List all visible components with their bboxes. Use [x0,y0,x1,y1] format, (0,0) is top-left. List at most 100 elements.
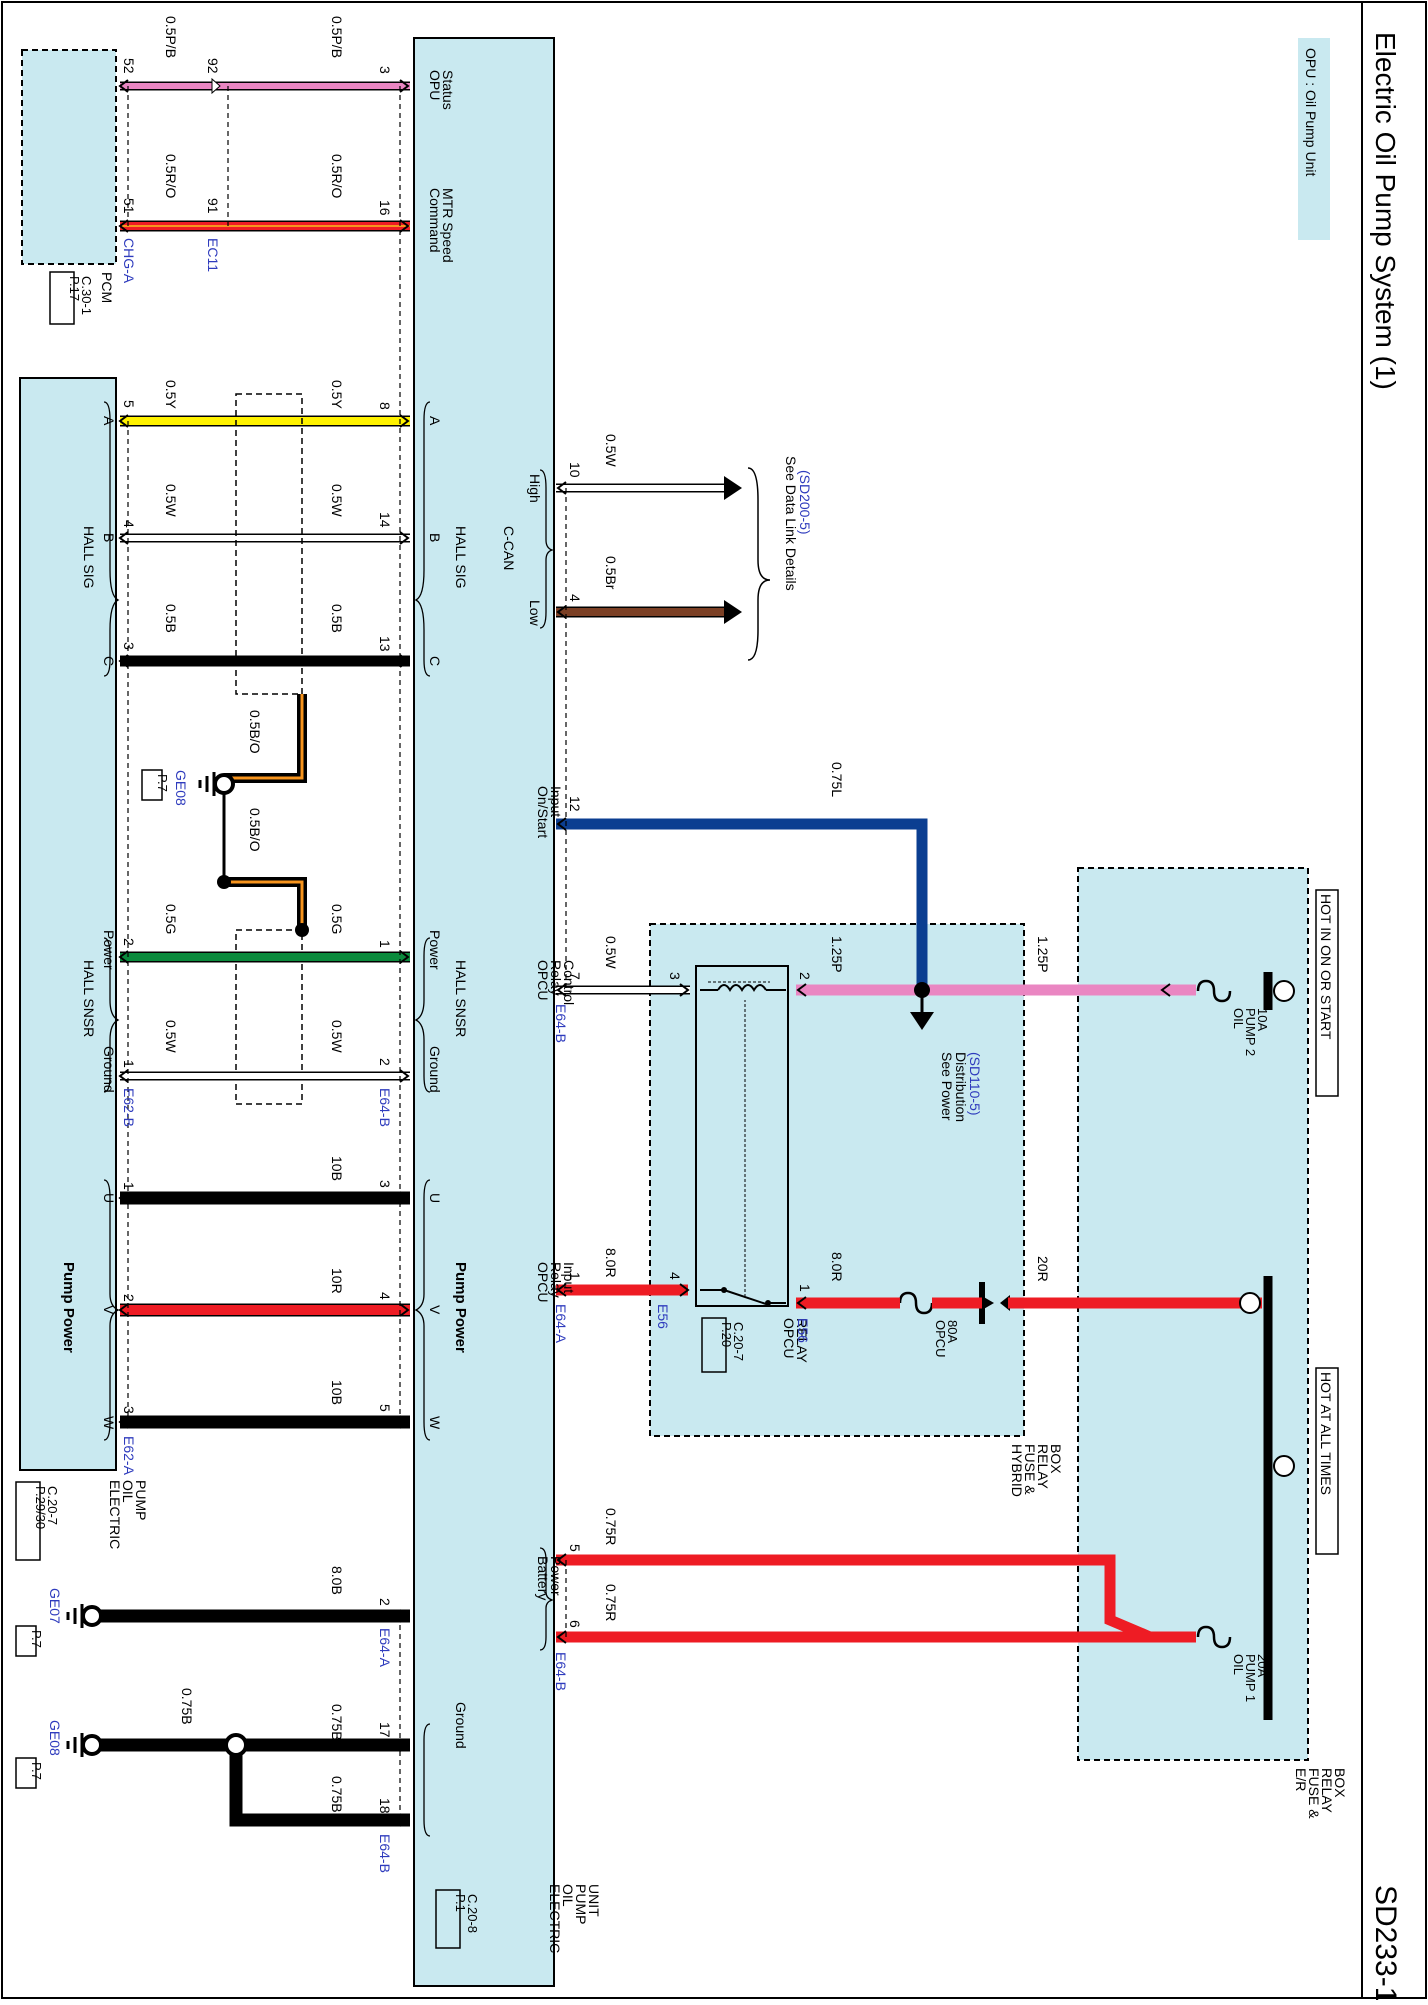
wire-spec: 8.0R [603,1248,619,1278]
ground-ge07-icon [66,1604,103,1628]
ge07-ref-box [15,1625,37,1657]
pin-number: 7 [567,972,583,980]
pin-label-ground-opu: Ground [427,1046,443,1093]
pin-label-power-opu: Power [427,930,443,970]
wire-spec: 8.0R [829,1252,845,1282]
wire-spec: 0.5P/B [163,16,179,58]
pcm-ref: P.17 C.30-1 [67,276,94,315]
pin-label-power-pump: Power [101,930,117,970]
connector-e62-b: E62-B [121,1088,137,1127]
connector-e64-b-battery: E64-B [553,1652,569,1691]
pin-label-ground-main: Ground [453,1702,469,1749]
ground-ref-p7-ge08: P.7 [29,1762,44,1780]
connector-ge08-lower: GE08 [47,1720,63,1756]
pin-label-battery-power: Battery Power [535,1556,564,1604]
pin-label-hall-snsr-opu: HALL SNSR [453,960,469,1037]
pin-number: 3 [121,1406,137,1414]
opu-ref-box [435,1889,461,1949]
pin-number: 10 [567,462,583,478]
opcu-fuse-icon [898,1291,934,1315]
pin-number: 1 [797,1284,813,1292]
power-distribution-arrow [910,1012,934,1030]
legend-note-box [1298,38,1330,240]
pin-number: 1 [567,1272,583,1280]
wire-spec: 0.75R [603,1508,619,1545]
pin-label-pump-power-opu: Pump Power [452,1262,469,1353]
ground-ref-p7-upper: P.7 [155,774,170,792]
wire-spec: 10R [329,1268,345,1294]
pin-number: 52 [121,58,137,74]
wire-opu-status [120,77,410,95]
pin-label-u-pump: U [101,1193,117,1203]
pin-number: 3 [121,642,137,650]
pin-number: 91 [205,198,221,214]
hot-in-on-or-start-label: HOT IN ON OR START [1318,894,1334,1040]
wire-spec: 0.5B/O [247,808,263,852]
pin-label-high: High [527,474,543,503]
wire-spec: 0.5W [163,1020,179,1053]
wire-spec: 1.25P [1035,936,1051,973]
pin-number: 8 [377,402,393,410]
opcu-relay [695,965,789,1307]
data-link-brace [747,467,771,661]
wire-spec: 0.5W [329,1020,345,1053]
wire-spec: 0.5R/O [329,154,345,198]
pin-number: 2 [797,972,813,980]
pin-label-ground-pump: Ground [101,1046,117,1093]
pin-number: 17 [377,1722,393,1738]
hot-in-on-or-start-bus [1263,972,1295,1010]
connector-ec11: EC11 [205,238,221,272]
pin-number: 1 [121,1060,137,1068]
pin-number: 12 [567,796,583,812]
wire-spec: 1.25P [829,936,845,973]
splice-dot [217,875,231,889]
pin-number: 2 [121,1294,137,1302]
opcu-relay-ref: P.20 C.20-7 [719,1322,746,1361]
pin-number: 13 [377,636,393,652]
oil-pump-2-fuse-label: OIL PUMP 2 10A [1231,1008,1270,1060]
wire-spec: 0.5Br [603,556,619,590]
wire-spec: 8.0B [329,1566,345,1595]
wire-spec: 0.5B [329,604,345,633]
diagram-title: Electric Oil Pump System (1) [1370,32,1401,390]
pin-label-w-pump: W [101,1416,117,1430]
pin-label-v-pump: V [101,1305,117,1315]
pin-number: 2 [121,938,137,946]
pin-label-opu-status: OPU Status [427,70,456,110]
er-box-name: E/R FUSE & RELAY BOX [1293,1768,1348,1822]
pin-number: 2 [377,1058,393,1066]
pin-label-pump-power-pump: Pump Power [60,1262,77,1353]
pin-number: 4 [567,594,583,602]
ground-ref-p7-ge07: P.7 [29,1630,44,1648]
wire-spec: 0.75B [179,1688,195,1725]
oil-pump-2-fuse-icon [1196,979,1232,1003]
opu-ref: P.1 C.20-8 [453,1894,480,1933]
pump-ref-box [15,1481,41,1561]
opu-name: ELECTRIC OIL PUMP UNIT [547,1884,602,1957]
connector-ge07: GE07 [47,1588,63,1624]
ge08-upper-ref-box [141,769,163,801]
relay-coil-icon [700,981,786,992]
pin-number: 4 [667,1272,683,1280]
ground-ge08-lower-icon [66,1733,103,1757]
pin-number: 5 [121,400,137,408]
hybrid-box-name: HYBRID FUSE & RELAY BOX [1009,1444,1064,1501]
pin-number: 3 [377,66,393,74]
pin-number: 51 [121,198,137,214]
pin-label-b-pump: B [101,533,117,542]
pin-number: 14 [377,512,393,528]
wire-c-can-high [556,476,742,500]
pin-label-u-opu: U [427,1193,443,1203]
hot-always-label-box [1315,1367,1339,1555]
pin-label-command-mtr: Command MTR Speed [427,188,456,263]
wire-spec: 0.5R/O [163,154,179,198]
relay-switch-icon [700,1000,786,1306]
wire-spec: 0.5Y [329,380,345,409]
pin-number: 3 [667,972,683,980]
wire-spec: 0.5G [163,904,179,934]
pin-number: 1 [121,1182,137,1190]
wire-ground-18 [229,1745,410,1827]
ground-ge08-upper-icon [198,772,235,796]
